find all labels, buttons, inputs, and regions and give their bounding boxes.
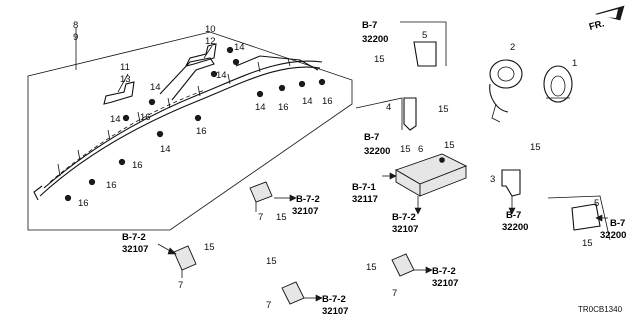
- callout-16-c: 16: [322, 96, 333, 107]
- diagram-code: TR0CB1340: [578, 305, 623, 314]
- ref-6-bottom: 32107: [392, 224, 418, 235]
- bracket-5-right: [571, 203, 601, 231]
- callout-7-a: 7: [258, 212, 263, 223]
- callout-14-f: 14: [255, 102, 266, 113]
- sensor-7a: [249, 181, 273, 212]
- ref-1-top: B-7: [362, 20, 377, 31]
- callout-16-e: 16: [106, 180, 117, 191]
- ref-2-top: B-7: [364, 132, 379, 143]
- callout-6: 6: [418, 144, 423, 155]
- ref-8-bottom: 32107: [122, 244, 148, 255]
- callout-5-right: 5: [594, 198, 599, 209]
- bolt-markers: [64, 46, 326, 202]
- callout-7-b: 7: [178, 280, 183, 291]
- ref-3-bottom: 32200: [502, 222, 528, 233]
- frame-5-top: [400, 21, 447, 66]
- ref-5-bottom: 32117: [352, 194, 378, 205]
- callout-2: 2: [510, 42, 515, 53]
- sensor-7b: [173, 245, 197, 278]
- frame-4: [355, 97, 403, 130]
- callout-15-f: 15: [276, 212, 287, 223]
- callout-14-c: 14: [150, 82, 161, 93]
- ref-9-top: B-7-2: [322, 294, 346, 305]
- callout-15-e: 15: [582, 238, 593, 249]
- callout-13: 13: [120, 74, 131, 85]
- callout-8: 8: [73, 20, 78, 31]
- callout-15-a: 15: [374, 54, 385, 65]
- callout-15-i: 15: [366, 262, 377, 273]
- ref-7-top: B-7-2: [296, 194, 320, 205]
- callout-14-b: 14: [216, 70, 227, 81]
- frame-5-right: [547, 195, 611, 241]
- bracket-5-top: [413, 41, 437, 67]
- callout-16-b: 16: [278, 102, 289, 113]
- callout-16-a: 16: [196, 126, 207, 137]
- callout-7-c: 7: [266, 300, 271, 311]
- callout-15-g: 15: [204, 242, 215, 253]
- callout-11: 11: [120, 62, 130, 73]
- callout-14-a: 14: [234, 42, 245, 53]
- ref-10-top: B-7-2: [432, 266, 456, 277]
- ref-5-top: B-7-1: [352, 182, 376, 193]
- callout-7-d: 7: [392, 288, 397, 299]
- bracket-10-12: [184, 43, 217, 67]
- callout-14-e: 14: [160, 144, 171, 155]
- callout-10: 10: [205, 24, 216, 35]
- bracket-4: [403, 97, 417, 131]
- ref-9-bottom: 32107: [322, 306, 348, 317]
- sensor-7c: [281, 281, 305, 305]
- curtain-airbag-group-frame: [27, 31, 353, 231]
- leader-lines-curtain: [75, 28, 213, 93]
- ref-4-bottom: 32200: [600, 230, 626, 241]
- callout-16-d: 16: [132, 160, 143, 171]
- callout-16-g: 16: [140, 112, 151, 123]
- curtain-airbag: [33, 55, 323, 201]
- bracket-3: [501, 169, 521, 197]
- ref-3-top: B-7: [506, 210, 521, 221]
- ref-10-bottom: 32107: [432, 278, 458, 289]
- srs-unit: [394, 153, 468, 197]
- callout-15-c: 15: [444, 140, 455, 151]
- steering-sensor-ring: [543, 65, 573, 103]
- ref-1-bottom: 32200: [362, 34, 388, 45]
- callout-15-h: 15: [266, 256, 277, 267]
- callout-4: 4: [386, 102, 391, 113]
- ref-8-top: B-7-2: [122, 232, 146, 243]
- bracket-11-13: [103, 81, 135, 105]
- callout-15-j: 15: [400, 144, 411, 155]
- callout-14-d: 14: [110, 114, 121, 125]
- front-label: FR.: [588, 18, 606, 33]
- ref-2-bottom: 32200: [364, 146, 390, 157]
- clock-spring: [489, 59, 523, 123]
- callout-14-g: 14: [302, 96, 313, 107]
- callout-1: 1: [572, 58, 577, 69]
- callout-9: 9: [73, 32, 78, 43]
- callout-15-b: 15: [438, 104, 449, 115]
- front-direction-arrow-icon: [592, 5, 625, 21]
- sensor-7d: [391, 253, 415, 277]
- ref-6-top: B-7-2: [392, 212, 416, 223]
- callout-16-f: 16: [78, 198, 89, 209]
- ref-7-bottom: 32107: [292, 206, 318, 217]
- ref-4-top: B-7: [610, 218, 625, 229]
- callout-3: 3: [490, 174, 495, 185]
- callout-12: 12: [205, 36, 216, 47]
- callout-15-d: 15: [530, 142, 541, 153]
- ref-arrows: [157, 172, 608, 302]
- callout-5-top: 5: [422, 30, 427, 41]
